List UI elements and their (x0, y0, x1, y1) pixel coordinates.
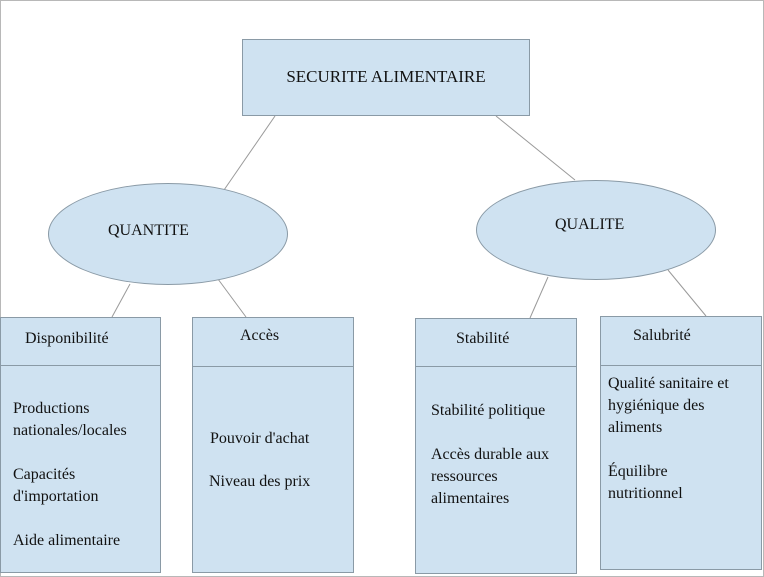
acces-title: Accès (240, 327, 280, 344)
connector-qualite-salubrite (667, 269, 707, 317)
root-label: SECURITE ALIMENTAIRE (286, 67, 486, 86)
qualite-node: QUALITE (476, 180, 716, 280)
disponibilite-item: Aide alimentaire (13, 532, 121, 549)
disponibilite-divider (1, 365, 160, 366)
root-node: SECURITE ALIMENTAIRE (242, 39, 530, 116)
salubrite-item: Équilibre nutritionnel (608, 463, 683, 502)
salubrite-item: Qualité sanitaire et hygiénique des alim… (608, 375, 729, 436)
connector-root-qualite (495, 115, 576, 181)
salubrite-title: Salubrité (633, 327, 691, 344)
acces-divider (193, 366, 353, 367)
acces-item: Niveau des prix (209, 473, 311, 490)
stabilite-card: Stabilité Stabilité politique Accès dura… (415, 318, 577, 574)
connector-quantite-disponibilite (111, 283, 131, 318)
quantite-node: QUANTITE (48, 183, 288, 285)
connector-quantite-acces (214, 274, 247, 318)
salubrite-card: Salubrité Qualité sanitaire et hygiéniqu… (600, 316, 762, 570)
stabilite-item: Accès durable aux ressources alimentaire… (431, 446, 550, 507)
stabilite-title: Stabilité (456, 330, 510, 347)
quantite-label: QUANTITE (108, 222, 189, 239)
stabilite-divider (416, 366, 576, 367)
stabilite-item: Stabilité politique (431, 402, 546, 419)
disponibilite-item: Productions nationales/locales (13, 400, 127, 439)
qualite-label: QUALITE (555, 216, 625, 233)
salubrite-divider (601, 365, 761, 366)
acces-item: Pouvoir d'achat (210, 430, 310, 447)
acces-card: Accès Pouvoir d'achat Niveau des prix (192, 317, 354, 573)
connector-root-quantite (223, 115, 276, 191)
connector-qualite-stabilite (529, 276, 549, 319)
disponibilite-title: Disponibilité (25, 330, 109, 347)
disponibilite-item: Capacités d'importation (13, 466, 99, 505)
disponibilite-card: Disponibilité Productions nationales/loc… (0, 317, 161, 573)
